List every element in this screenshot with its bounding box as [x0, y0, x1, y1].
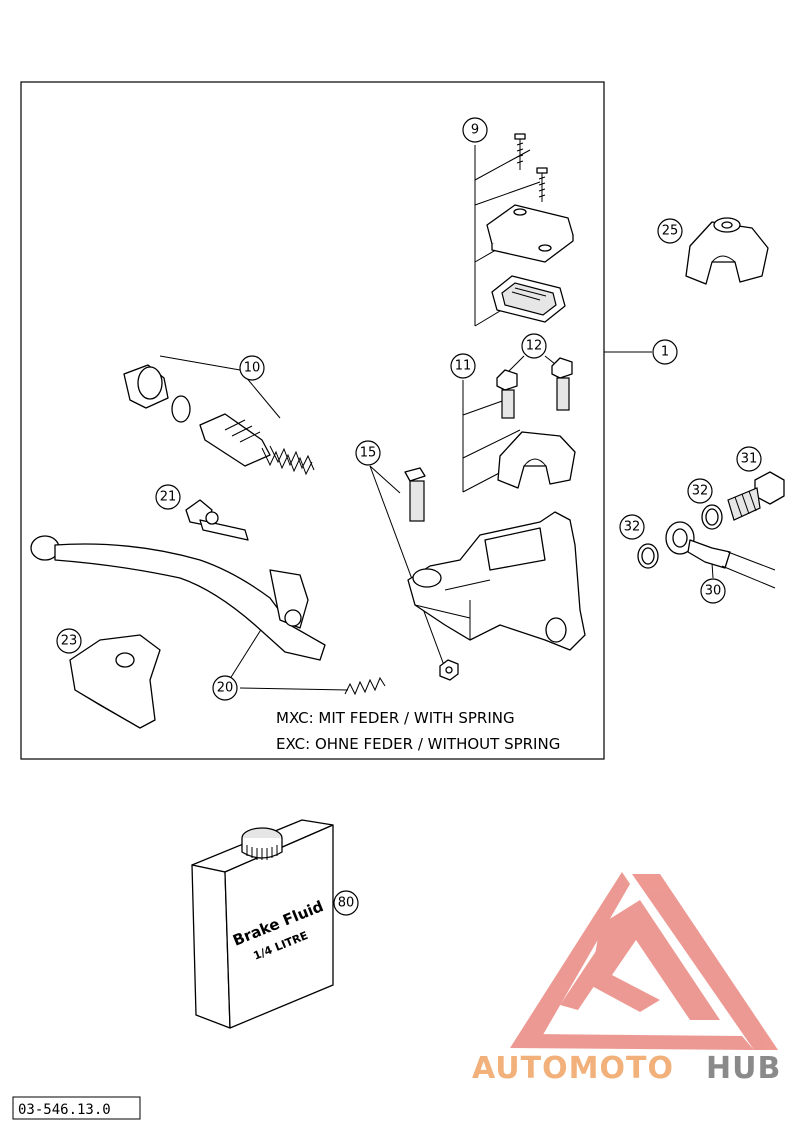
sealing-washer-32-right — [701, 504, 723, 530]
callout-10: 10 — [239, 355, 265, 381]
lever-nut — [439, 659, 459, 681]
callout-20: 20 — [212, 675, 238, 701]
reservoir-cover — [486, 204, 574, 263]
lever-adjuster-21 — [185, 499, 249, 541]
callout-15: 15 — [355, 440, 381, 466]
svg-text:23: 23 — [61, 634, 78, 649]
callout-12: 12 — [521, 333, 547, 359]
svg-text:21: 21 — [160, 490, 177, 505]
logo-text-automoto: AUTOMOTO — [472, 1051, 674, 1086]
lever-guard-23 — [69, 634, 161, 729]
svg-text:12: 12 — [526, 339, 543, 354]
svg-text:1: 1 — [661, 345, 669, 360]
banjo-bolt-31 — [727, 471, 785, 521]
piston-kit-10 — [123, 364, 315, 476]
svg-text:11: 11 — [455, 359, 472, 374]
brake-lever-20 — [30, 535, 326, 661]
diagram-frame — [20, 81, 605, 760]
clamp-bolt-12-left — [496, 369, 518, 419]
callout-30: 30 — [700, 578, 726, 604]
callout-80: 80 — [333, 890, 359, 916]
callout-9: 9 — [462, 117, 488, 143]
callout-11: 11 — [450, 353, 476, 379]
note-without-spring: EXC: OHNE FEDER / WITHOUT SPRING — [276, 735, 560, 753]
part-code: 03-546.13.0 — [18, 1102, 111, 1118]
lever-pivot-bolt-15 — [404, 467, 426, 522]
clamp-bolt-12-right — [551, 357, 573, 411]
brake-line-30 — [665, 521, 776, 589]
svg-text:25: 25 — [662, 224, 679, 239]
svg-text:32: 32 — [692, 484, 709, 499]
callout-31: 31 — [736, 446, 762, 472]
callout-1: 1 — [652, 339, 678, 365]
cover-screw-upper — [514, 133, 526, 170]
note-with-spring: MXC: MIT FEDER / WITH SPRING — [276, 709, 515, 727]
svg-text:30: 30 — [705, 584, 722, 599]
automotohub-logo — [510, 872, 778, 1050]
handlebar-clamp-11 — [497, 431, 576, 489]
master-cylinder-body — [407, 511, 586, 651]
lever-spring — [344, 676, 386, 696]
callout-23: 23 — [56, 628, 82, 654]
logo-text-hub: HUB — [706, 1051, 781, 1086]
svg-text:80: 80 — [338, 896, 355, 911]
svg-text:9: 9 — [471, 123, 479, 138]
svg-text:31: 31 — [741, 452, 758, 467]
handlebar-clamp-25 — [685, 217, 769, 285]
svg-text:32: 32 — [624, 520, 641, 535]
callout-21: 21 — [155, 484, 181, 510]
part-code-box — [12, 1096, 141, 1120]
sealing-washer-32-left — [637, 543, 659, 569]
svg-text:10: 10 — [244, 361, 261, 376]
cover-screw-lower — [536, 167, 548, 202]
callout-32-lower: 32 — [619, 514, 645, 540]
reservoir-diaphragm — [491, 275, 566, 323]
callout-25: 25 — [657, 218, 683, 244]
svg-text:20: 20 — [217, 681, 234, 696]
callout-32-upper: 32 — [687, 478, 713, 504]
brake-fluid-bottle: Brake Fluid 1/4 LITRE — [191, 819, 334, 1029]
svg-text:15: 15 — [360, 446, 377, 461]
